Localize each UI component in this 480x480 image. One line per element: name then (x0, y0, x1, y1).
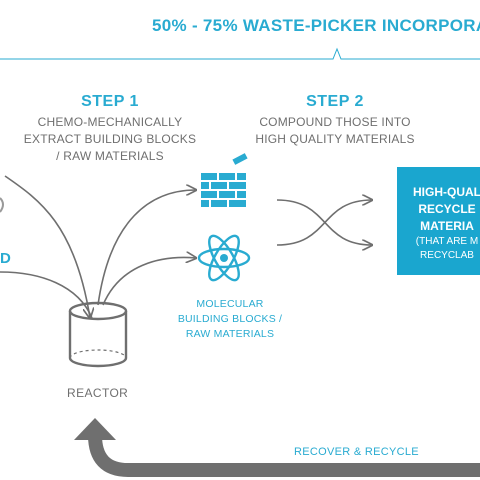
output-line3: MATERIA (420, 219, 474, 233)
step1-line2: EXTRACT BUILDING BLOCKS (23, 132, 197, 146)
reactor-label: REACTOR (67, 386, 129, 400)
output-line4: (THAT ARE M (415, 236, 479, 247)
molecular-line1: MOLECULAR (196, 298, 264, 310)
output-box: HIGH-QUAL RECYCLE MATERIA (THAT ARE M RE… (397, 167, 480, 275)
left-partial-label: D (0, 250, 11, 267)
left-partial-icon (0, 197, 4, 213)
step1-line1: CHEMO-MECHANICALLY (37, 115, 183, 129)
step2-line2: HIGH QUALITY MATERIALS (255, 132, 415, 146)
step2-title: STEP 2 (306, 93, 364, 110)
reactor-to-atom (102, 258, 196, 306)
output-line5: RECYCLAB (420, 250, 474, 261)
step1-title: STEP 1 (81, 93, 139, 110)
step1-line3: / RAW MATERIALS (56, 149, 164, 163)
atom-icon (197, 234, 251, 282)
banner-title: 50% - 75% WASTE-PICKER INCORPORA (152, 16, 480, 35)
molecular-line2: BUILDING BLOCKS / (177, 313, 283, 325)
step2-line1: COMPOUND THOSE INTO (259, 115, 411, 129)
output-line2: RECYCLE (418, 202, 476, 216)
cylinder-icon (68, 301, 128, 368)
cross-arrow-2 (276, 200, 372, 246)
molecular-line3: RAW MATERIALS (185, 328, 275, 340)
step2-description: COMPOUND THOSE INTO HIGH QUALITY MATERIA… (235, 114, 435, 148)
brick-wall-icon (201, 153, 248, 207)
recover-recycle-label: RECOVER & RECYCLE (294, 446, 419, 458)
step1-description: CHEMO-MECHANICALLY EXTRACT BUILDING BLOC… (10, 114, 210, 165)
output-line1: HIGH-QUAL (413, 185, 480, 199)
reactor-to-bricks (97, 190, 196, 306)
banner-underline (0, 47, 480, 60)
recover-recycle-path (88, 434, 480, 477)
input-curve-2 (0, 271, 93, 319)
recover-recycle-arrowhead (74, 418, 116, 440)
input-curve-1 (4, 175, 90, 318)
molecular-label: MOLECULAR BUILDING BLOCKS / RAW MATERIAL… (160, 297, 300, 342)
